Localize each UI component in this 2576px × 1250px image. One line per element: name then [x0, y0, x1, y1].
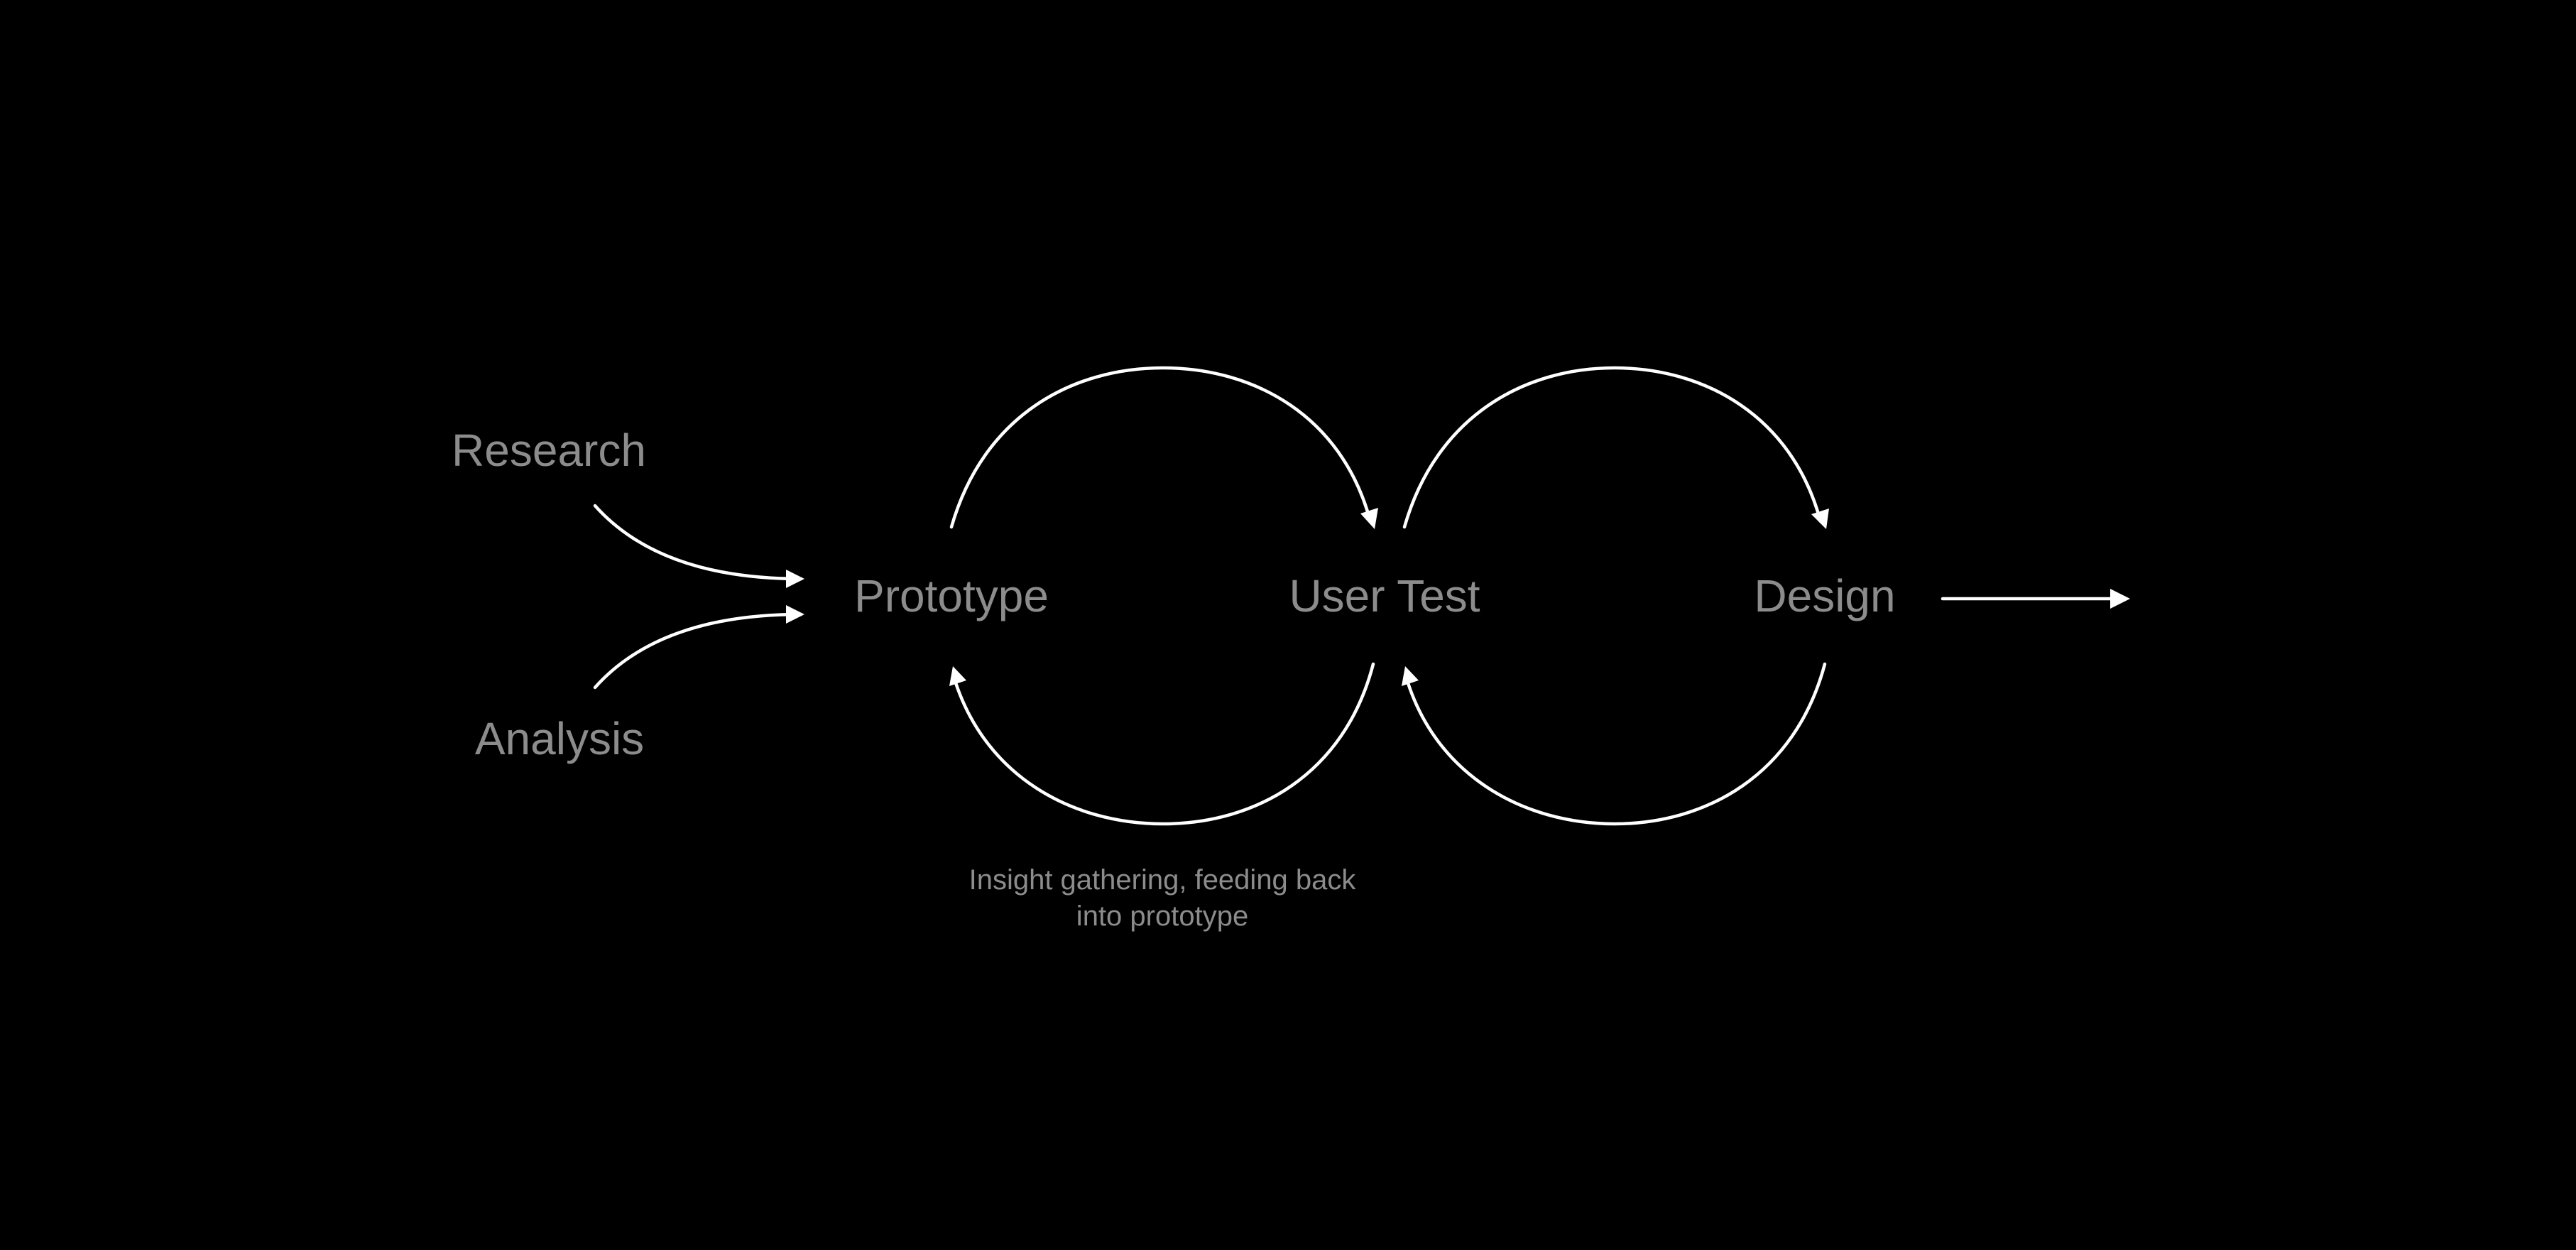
edge-research-to-prototype — [593, 504, 803, 581]
node-research: Research — [452, 425, 646, 476]
node-design: Design — [1754, 570, 1896, 621]
feedback-annotation-line2: into prototype — [1076, 901, 1249, 932]
arrowhead-research — [786, 570, 804, 588]
arrowhead-design-top — [1811, 509, 1829, 529]
edge-usertest-to-design — [1402, 366, 1823, 529]
feedback-annotation: Insight gathering, feeding back into pro… — [969, 862, 1356, 935]
node-prototype: Prototype — [854, 570, 1049, 621]
feedback-annotation-line1: Insight gathering, feeding back — [968, 864, 1356, 896]
arrowhead-usertest-bottom — [1402, 666, 1419, 686]
arrowhead-prototype-bottom — [949, 666, 966, 686]
edge-usertest-to-prototype — [951, 662, 1375, 826]
node-analysis: Analysis — [474, 713, 645, 764]
arrowhead-outgoing — [2110, 589, 2130, 609]
edge-prototype-to-usertest — [949, 366, 1372, 529]
arrowhead-usertest-top — [1360, 508, 1378, 529]
node-user-test: User Test — [1289, 570, 1480, 621]
arrowhead-analysis — [786, 605, 804, 624]
edge-design-to-usertest — [1404, 662, 1827, 826]
edge-analysis-to-prototype — [593, 612, 803, 690]
